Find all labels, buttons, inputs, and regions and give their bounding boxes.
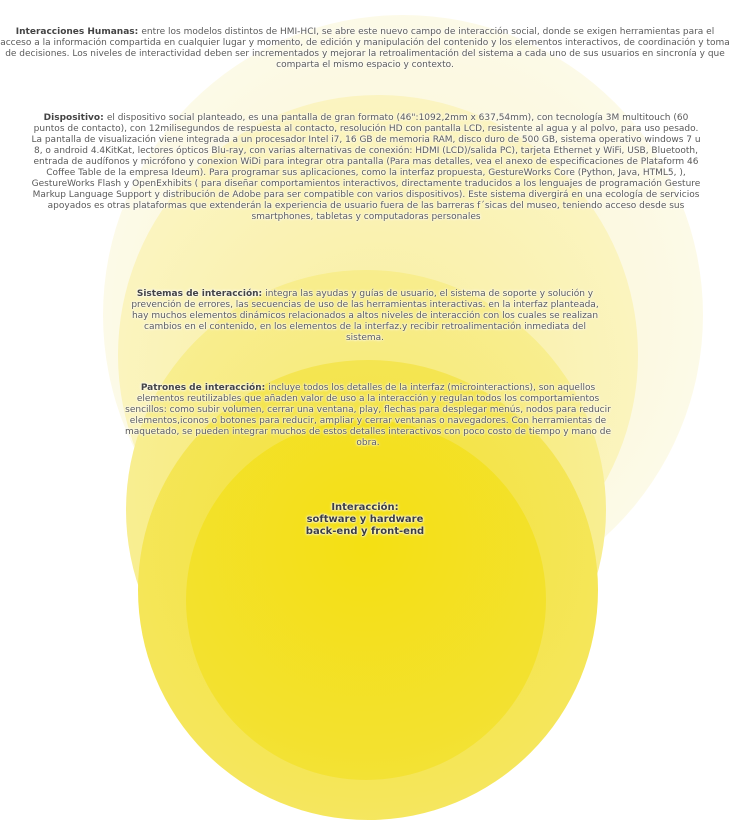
sistemas-body: integra las ayudas y guías de usuario, e… — [131, 289, 599, 343]
layered-circles-diagram: Interacciones Humanas: entre los modelos… — [0, 15, 730, 820]
patrones-title: Patrones de interacción: — [140, 383, 269, 393]
patrones-body: incluye todos los detalles de la interfa… — [124, 383, 612, 448]
text-block-interaccion: Interacción: software y hardware back-en… — [265, 502, 465, 538]
humanas-title: Interacciones Humanas: — [15, 27, 142, 37]
dispositivo-title: Dispositivo: — [43, 113, 107, 123]
text-block-dispositivo: Dispositivo: el dispositivo social plant… — [30, 113, 702, 223]
text-block-patrones: Patrones de interacción: incluye todos l… — [118, 383, 618, 449]
humanas-body: entre los modelos distintos de HMI-HCI, … — [0, 27, 730, 70]
interaccion-line-backend: back-end y front-end — [305, 526, 425, 537]
circle-layer-interaccion — [186, 420, 546, 780]
interaccion-line-software: software y hardware — [306, 514, 424, 525]
sistemas-title: Sistemas de interacción: — [136, 289, 266, 299]
text-block-humanas: Interacciones Humanas: entre los modelos… — [0, 27, 730, 71]
interaccion-title: Interacción: — [331, 502, 399, 513]
text-block-sistemas: Sistemas de interacción: integra las ayu… — [130, 289, 600, 344]
dispositivo-body: el dispositivo social planteado, es una … — [31, 113, 701, 222]
